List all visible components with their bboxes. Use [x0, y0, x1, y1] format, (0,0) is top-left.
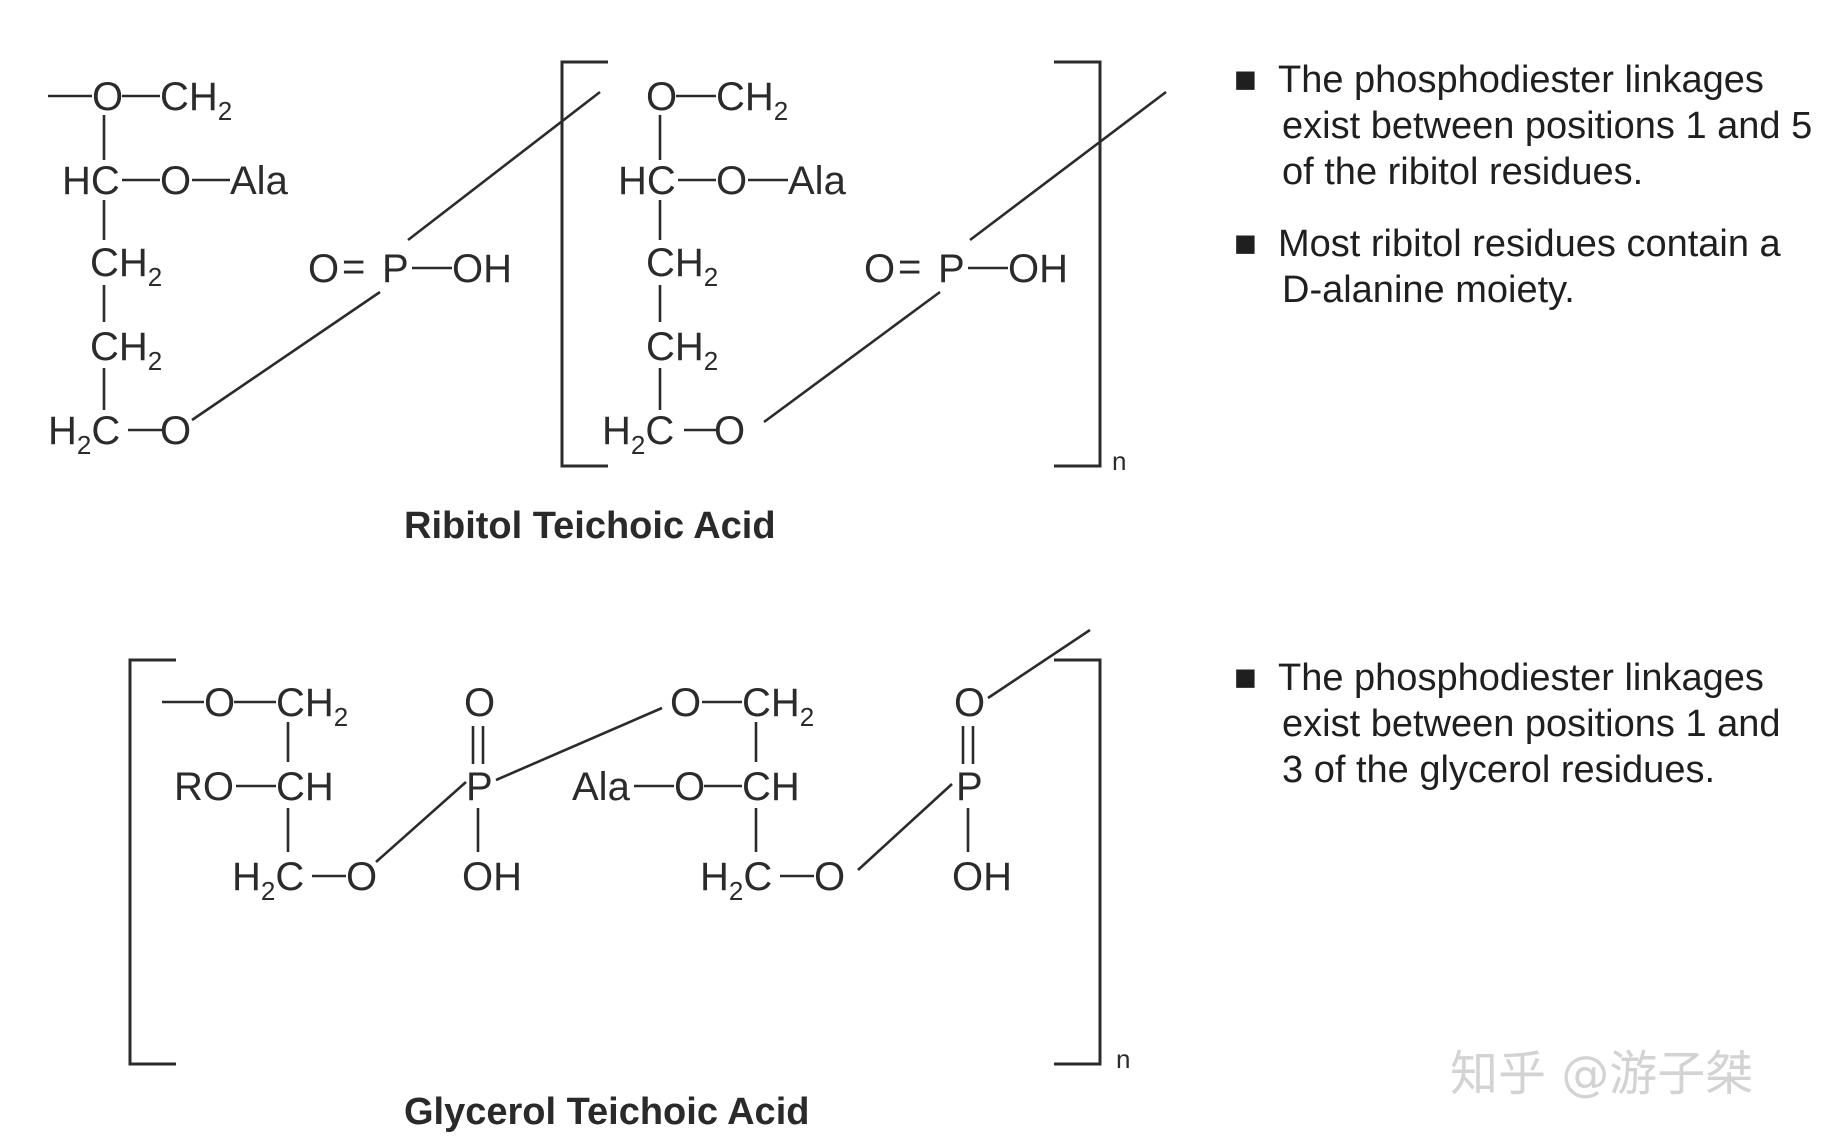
- bond: [857, 783, 953, 871]
- atom-h2c: H2C: [602, 409, 674, 460]
- ribitol-structure: O CH2 HC O Ala CH2 CH2 H2C O O = P OH: [48, 60, 1167, 547]
- glycerol-caption: Glycerol Teichoic Acid: [404, 1091, 809, 1133]
- note-line: Most ribitol residues contain a: [1278, 223, 1782, 265]
- glycerol-unit-2: O CH2 Ala O CH H2C O O P OH: [572, 628, 1091, 906]
- atom-o: O: [714, 409, 745, 453]
- atom-o: O: [814, 855, 845, 899]
- ribitol-caption: Ribitol Teichoic Acid: [404, 505, 776, 547]
- repeat-subscript: n: [1116, 1044, 1130, 1074]
- atom-o: O: [670, 681, 701, 725]
- ribitol-unit-repeat: O CH2 HC O Ala CH2 CH2 H2C O O = P OH: [602, 75, 1167, 460]
- note-line: The phosphodiester linkages: [1278, 59, 1764, 101]
- double-bond-equals: =: [898, 245, 921, 289]
- atom-o: O: [92, 75, 123, 119]
- atom-p: P: [466, 765, 493, 809]
- atom-oh: OH: [1008, 247, 1068, 291]
- ribitol-unit-left: O CH2 HC O Ala CH2 CH2 H2C O O = P OH: [48, 75, 601, 460]
- atom-o: O: [464, 681, 495, 725]
- bond: [407, 90, 601, 242]
- repeat-subscript: n: [1112, 446, 1126, 476]
- bond: [375, 781, 467, 863]
- atom-ch2: CH2: [646, 241, 718, 292]
- note-bullet: ■: [1234, 223, 1257, 265]
- ribitol-notes: ■ The phosphodiester linkages exist betw…: [1234, 59, 1812, 311]
- atom-o: O: [864, 247, 895, 291]
- note-bullet: ■: [1234, 59, 1257, 101]
- atom-ro: RO: [174, 765, 234, 809]
- glycerol-notes: ■ The phosphodiester linkages exist betw…: [1234, 657, 1781, 791]
- atom-p: P: [938, 247, 965, 291]
- atom-o: O: [716, 159, 747, 203]
- atom-oh: OH: [952, 855, 1012, 899]
- note-line: 3 of the glycerol residues.: [1282, 749, 1715, 791]
- atom-ch2: CH2: [646, 325, 718, 376]
- atom-h2c: H2C: [48, 409, 120, 460]
- note-line: of the ribitol residues.: [1282, 151, 1643, 193]
- bond: [969, 90, 1167, 242]
- bond: [495, 706, 663, 782]
- atom-ala: Ala: [572, 765, 631, 809]
- bracket-right: [1054, 60, 1102, 468]
- bracket-left: [128, 658, 176, 1066]
- atom-ala: Ala: [788, 159, 847, 203]
- atom-oh: OH: [452, 247, 512, 291]
- atom-o: O: [646, 75, 677, 119]
- atom-o: O: [308, 247, 339, 291]
- bond: [191, 290, 381, 422]
- atom-ch2: CH2: [90, 325, 162, 376]
- bracket-left: [560, 60, 608, 468]
- atom-ch2: CH2: [742, 681, 814, 732]
- atom-ch2: CH2: [276, 681, 348, 732]
- note-bullet: ■: [1234, 657, 1257, 699]
- bond: [763, 290, 941, 424]
- atom-h2c: H2C: [700, 855, 772, 906]
- atom-ch: CH: [276, 765, 334, 809]
- note-line: exist between positions 1 and 5: [1282, 105, 1812, 147]
- atom-o: O: [674, 765, 705, 809]
- note-line: D-alanine moiety.: [1282, 269, 1575, 311]
- atom-ala: Ala: [230, 159, 289, 203]
- atom-ch2: CH2: [160, 75, 232, 126]
- atom-o: O: [160, 159, 191, 203]
- note-line: exist between positions 1 and: [1282, 703, 1781, 745]
- atom-o: O: [346, 855, 377, 899]
- atom-o: O: [954, 681, 985, 725]
- glycerol-structure: n O CH2 RO CH H2C O O P OH O: [128, 628, 1130, 1133]
- atom-ch: CH: [742, 765, 800, 809]
- watermark: 知乎 @游子桀: [1450, 1046, 1753, 1102]
- atom-p: P: [956, 765, 983, 809]
- atom-hc: HC: [62, 159, 120, 203]
- atom-ch2: CH2: [90, 241, 162, 292]
- double-bond-equals: =: [342, 245, 365, 289]
- note-line: The phosphodiester linkages: [1278, 657, 1764, 699]
- bond: [987, 628, 1091, 700]
- atom-oh: OH: [462, 855, 522, 899]
- bracket-right: [1054, 658, 1102, 1066]
- atom-h2c: H2C: [232, 855, 304, 906]
- glycerol-unit-1: O CH2 RO CH H2C O O P OH: [162, 681, 663, 906]
- atom-o: O: [204, 681, 235, 725]
- atom-ch2: CH2: [716, 75, 788, 126]
- atom-o: O: [160, 409, 191, 453]
- atom-p: P: [382, 247, 409, 291]
- atom-hc: HC: [618, 159, 676, 203]
